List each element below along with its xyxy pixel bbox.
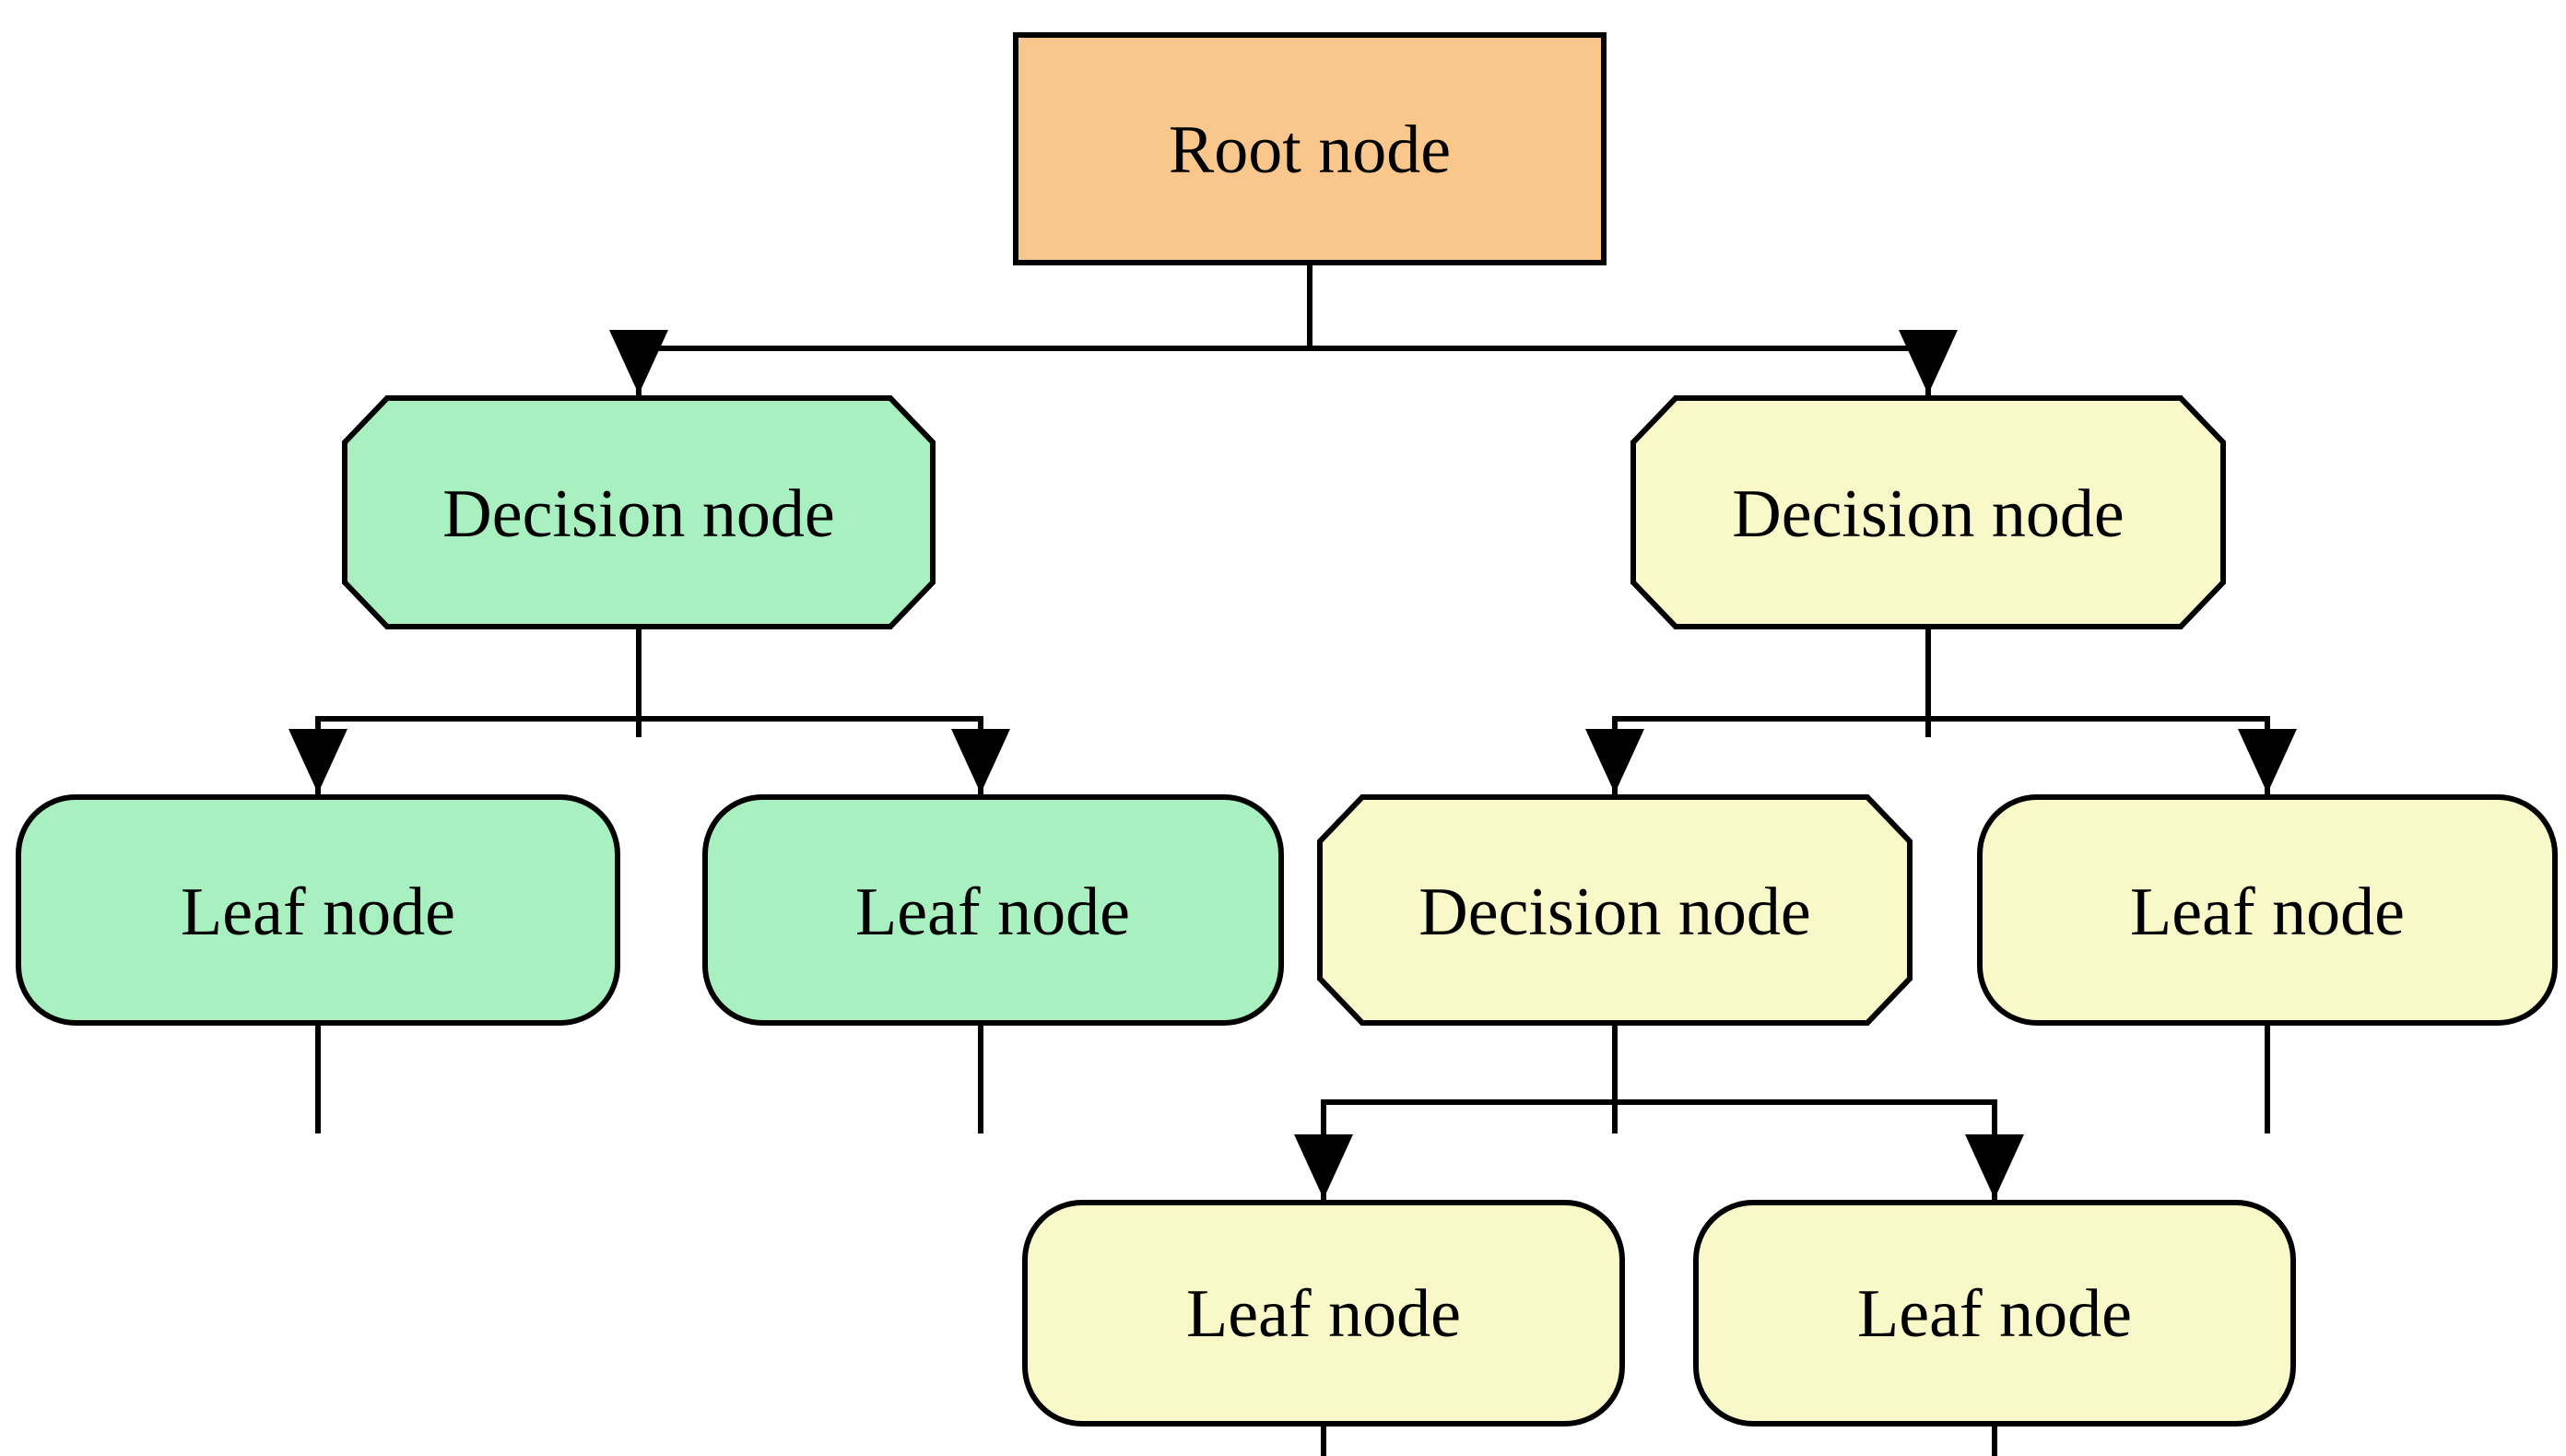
node-leaf-green-2-label: Leaf node <box>855 875 1130 950</box>
node-decision-right-shape <box>1630 395 2226 629</box>
arrowhead-icon <box>1294 1134 1353 1199</box>
node-leaf-yellow-1-label: Leaf node <box>2130 875 2405 950</box>
node-root-label: Root node <box>1169 112 1451 188</box>
node-leaf-green-1[interactable]: Leaf node <box>16 794 620 1026</box>
node-leaf-yellow-1-shape <box>1977 794 2558 1026</box>
arrowhead-icon <box>2238 729 2297 793</box>
node-leaf-yellow-2-label: Leaf node <box>1186 1276 1461 1352</box>
node-leaf-yellow-3-label: Leaf node <box>1857 1276 2132 1352</box>
node-leaf-yellow-2-shape <box>1022 1200 1625 1427</box>
node-decision-inner-label: Decision node <box>1418 875 1810 950</box>
node-decision-left-label: Decision node <box>442 476 834 552</box>
node-leaf-green-2[interactable]: Leaf node <box>702 794 1284 1026</box>
node-leaf-yellow-2[interactable]: Leaf node <box>1022 1200 1625 1427</box>
node-leaf-yellow-3-shape <box>1693 1200 2296 1427</box>
node-leaf-yellow-1[interactable]: Leaf node <box>1977 794 2558 1026</box>
node-decision-left[interactable]: Decision node <box>342 395 936 629</box>
node-root[interactable]: Root node <box>1013 32 1607 265</box>
arrowhead-icon <box>288 729 347 793</box>
arrowhead-icon <box>1585 729 1644 793</box>
arrowhead-icon <box>1965 1134 2024 1199</box>
arrowhead-icon <box>951 729 1010 793</box>
node-leaf-green-1-shape <box>16 794 620 1026</box>
node-leaf-green-1-label: Leaf node <box>181 875 455 950</box>
arrowhead-icon <box>1899 330 1958 394</box>
node-decision-inner[interactable]: Decision node <box>1317 794 1913 1026</box>
node-leaf-green-2-shape <box>702 794 1284 1026</box>
node-decision-right[interactable]: Decision node <box>1630 395 2226 629</box>
arrowhead-icon <box>609 330 668 394</box>
node-root-shape <box>1013 32 1607 265</box>
node-decision-left-shape <box>342 395 936 629</box>
node-decision-right-label: Decision node <box>1732 476 2124 552</box>
node-leaf-yellow-3[interactable]: Leaf node <box>1693 1200 2296 1427</box>
node-decision-inner-shape <box>1317 794 1913 1026</box>
